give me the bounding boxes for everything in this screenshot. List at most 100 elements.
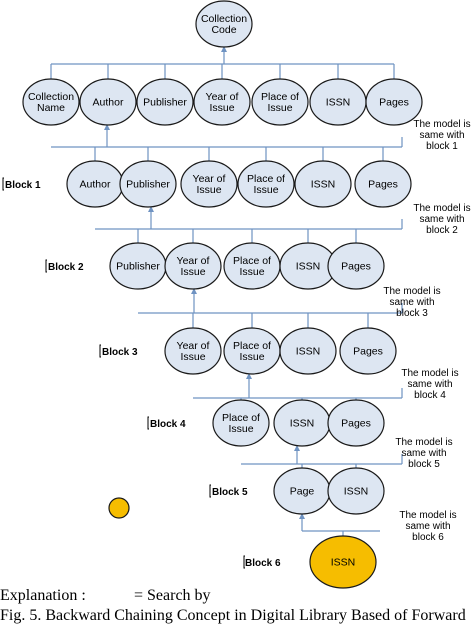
model-note: The model is — [401, 368, 458, 379]
legend-search-marker — [108, 497, 130, 519]
legend-search-label: = Search by — [134, 587, 211, 604]
level-0-node-3 — [193, 78, 251, 126]
level-4-node-1-label: ISSN — [290, 418, 315, 430]
level-1-node-4-label: ISSN — [311, 179, 336, 191]
level-1-node-4 — [294, 160, 352, 208]
legend-explanation: Explanation : — [0, 587, 86, 604]
level-0-node-1 — [79, 78, 137, 126]
block-bracket — [147, 416, 149, 430]
model-note: same with — [419, 214, 464, 225]
block-bracket — [2, 177, 4, 191]
model-note: same with — [407, 379, 452, 390]
level-0-node-2 — [136, 78, 194, 126]
level-2-node-2-label: Place of — [233, 255, 271, 267]
level-1-node-2-label: Issue — [196, 184, 221, 196]
model-note: same with — [389, 297, 434, 308]
level-2-node-4-label: Pages — [341, 261, 371, 273]
level-1-node-1-label: Publisher — [126, 179, 170, 191]
level-5-node-0-label: Page — [290, 486, 315, 498]
level-3-node-0 — [164, 327, 222, 375]
level-5-node-1 — [327, 467, 385, 515]
level-1-node-1 — [119, 160, 177, 208]
level-6-node-label: ISSN — [331, 557, 356, 569]
level-3-node-2-label: ISSN — [296, 346, 321, 358]
level-1-node-5-label: Pages — [368, 179, 398, 191]
up-arrowhead-6 — [299, 513, 305, 519]
block-label: Block 6 — [245, 558, 281, 569]
model-note: The model is — [413, 119, 470, 130]
level-0-node-0-label: Collection — [28, 91, 74, 103]
level-4-node-2 — [327, 399, 385, 447]
block-bracket — [243, 555, 245, 569]
level-2-node-0-label: Publisher — [116, 261, 160, 273]
up-arrowhead-3 — [191, 288, 197, 294]
level-3-node-3-label: Pages — [353, 346, 383, 358]
level-4-node-0 — [212, 399, 270, 447]
block-label: Block 5 — [212, 487, 248, 498]
block-label: Block 3 — [102, 347, 138, 358]
model-note: The model is — [399, 510, 456, 521]
model-note: same with — [401, 448, 446, 459]
level-0-node-3-label: Issue — [209, 102, 234, 114]
level-3-node-1-label: Issue — [239, 351, 264, 363]
level-1-node-3-label: Place of — [247, 173, 285, 185]
block-bracket — [45, 259, 47, 273]
up-arrowhead-2 — [148, 206, 154, 212]
model-note: The model is — [383, 286, 440, 297]
level-4-node-2-label: Pages — [341, 418, 371, 430]
block-label: Block 4 — [150, 419, 186, 430]
level-0-node-4-label: Issue — [267, 102, 292, 114]
level-0-node-5-label: ISSN — [326, 97, 351, 109]
level-1-node-3-label: Issue — [253, 184, 278, 196]
level-0-node-6-label: Pages — [379, 97, 409, 109]
level-3-node-3 — [339, 327, 397, 375]
level-4-node-0-label: Place of — [222, 412, 260, 424]
level-1-node-0-label: Author — [80, 179, 111, 191]
block-label: Block 2 — [48, 262, 84, 273]
level-1-node-3 — [237, 160, 295, 208]
up-arrowhead-5 — [294, 445, 300, 451]
root-node-collection-code-label: Collection — [201, 13, 247, 25]
level-0-node-4 — [251, 78, 309, 126]
model-note: The model is — [395, 437, 452, 448]
model-note: block 4 — [414, 390, 446, 401]
up-arrowhead-1 — [104, 124, 110, 130]
level-2-node-2-label: Issue — [239, 266, 264, 278]
model-note: block 6 — [412, 532, 444, 543]
level-6-node-issn-search — [309, 535, 377, 589]
model-note: same with — [419, 130, 464, 141]
level-2-node-4 — [327, 242, 385, 290]
level-4-node-0-label: Issue — [228, 423, 253, 435]
level-0-node-6 — [365, 78, 423, 126]
level-0-node-0-label: Name — [37, 102, 65, 114]
level-2-node-3-label: ISSN — [296, 261, 321, 273]
model-note: The model is — [413, 203, 470, 214]
level-1-node-2-label: Year of — [193, 173, 226, 185]
level-0-node-1-label: Author — [93, 97, 124, 109]
figure-caption: Fig. 5. Backward Chaining Concept in Dig… — [0, 607, 466, 624]
block-bracket — [99, 344, 101, 358]
model-note: block 1 — [426, 141, 458, 152]
block-label: Block 1 — [5, 180, 41, 191]
level-3-node-1-label: Place of — [233, 340, 271, 352]
level-2-node-1-label: Issue — [180, 266, 205, 278]
level-5-node-1-label: ISSN — [344, 486, 369, 498]
root-arrowhead — [221, 46, 227, 52]
level-3-node-0-label: Issue — [180, 351, 205, 363]
level-3-node-0-label: Year of — [177, 340, 210, 352]
level-2-node-1-label: Year of — [177, 255, 210, 267]
level-1-node-5 — [354, 160, 412, 208]
block-bracket — [209, 484, 211, 498]
level-0-node-3-label: Year of — [206, 91, 239, 103]
root-node-collection-code-label: Code — [211, 24, 236, 36]
root-node-collection-code — [195, 0, 253, 48]
level-0-node-2-label: Publisher — [143, 97, 187, 109]
model-note: block 2 — [426, 225, 458, 236]
model-note: block 3 — [396, 308, 428, 319]
level-0-node-0 — [22, 78, 80, 126]
level-0-node-4-label: Place of — [261, 91, 299, 103]
level-1-node-2 — [180, 160, 238, 208]
model-note: same with — [405, 521, 450, 532]
level-3-node-2 — [279, 327, 337, 375]
